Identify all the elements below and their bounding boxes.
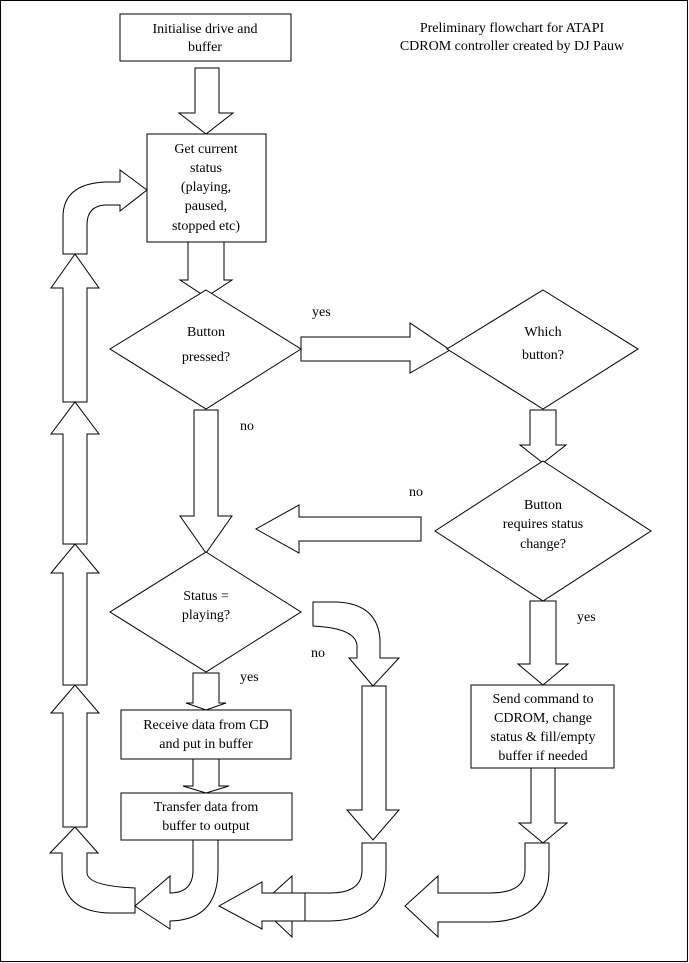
node-button-pressed (109, 289, 302, 410)
label-no-requires-change: no (409, 485, 423, 500)
arrow-playing-no-curve (312, 601, 401, 687)
node-requires-line-1: Button (524, 498, 562, 513)
arrow-send-down (517, 767, 569, 844)
arrow-yes-to-which-button (300, 322, 451, 374)
node-transfer-data-line-2: buffer to output (162, 819, 250, 834)
node-which-button-line-2: button? (522, 348, 564, 363)
label-yes-status-playing: yes (240, 670, 259, 685)
node-send-command-line-1: Send command to (492, 692, 593, 707)
node-transfer-data (120, 792, 293, 841)
node-which-button (446, 289, 639, 410)
label-no-button-pressed: no (240, 419, 254, 434)
node-send-command-line-4: buffer if needed (498, 749, 587, 764)
arrow-requires-no-left (254, 504, 422, 554)
node-send-command-line-3: status & fill/empty (491, 730, 596, 745)
label-no-status-playing: no (311, 646, 325, 661)
arrow-bottom-left-curve-up (48, 826, 136, 914)
node-send-command (470, 684, 615, 769)
arrow-playing-yes-to-receive (185, 672, 227, 711)
arrow-which-to-requires (518, 409, 568, 464)
arrow-left-up-3 (50, 401, 100, 545)
arrow-bottom-curve-middle (258, 842, 387, 939)
arrow-left-curve-into-status (62, 169, 148, 255)
node-get-status (146, 133, 267, 243)
arrow-bottom-curve-transfer (134, 839, 219, 930)
node-send-command-line-2: CDROM, change (494, 711, 592, 726)
node-receive-data (120, 709, 292, 760)
arrow-receive-to-transfer (182, 758, 230, 794)
arrow-bottom-straight-left (217, 881, 306, 930)
arrow-no-down-long (345, 685, 401, 841)
node-status-playing-line-1: Status = (183, 589, 229, 604)
label-yes-button-pressed: yes (312, 305, 331, 320)
node-button-pressed-line-1: Button (187, 325, 225, 340)
node-initialise-line-2: buffer (188, 40, 222, 55)
arrow-left-up-1 (49, 684, 101, 828)
arrow-no-to-status-playing (179, 409, 233, 554)
arrow-requires-yes-to-send (516, 600, 570, 686)
node-initialise (119, 13, 292, 62)
label-yes-requires-change: yes (577, 610, 596, 625)
node-get-status-line-4: paused, (185, 199, 227, 214)
arrow-init-to-status (177, 67, 235, 135)
node-which-button-line-1: Which (524, 325, 561, 340)
node-receive-data-line-1: Receive data from CD (143, 718, 269, 733)
node-button-pressed-line-2: pressed? (182, 350, 230, 365)
node-requires-line-3: change? (520, 537, 566, 552)
title-line-2: CDROM controller created by DJ Pauw (400, 39, 625, 54)
node-initialise-line-1: Initialise drive and (153, 22, 258, 37)
node-status-playing (109, 551, 302, 673)
arrow-left-up-4 (50, 253, 100, 403)
arrow-status-to-button-pressed (178, 241, 234, 298)
node-transfer-data-line-1: Transfer data from (154, 800, 259, 815)
title-line-1: Preliminary flowchart for ATAPI (420, 21, 605, 36)
node-requires-status-change (434, 460, 652, 602)
arrow-left-up-2 (49, 543, 101, 686)
arrow-bottom-curve-right (404, 842, 550, 939)
node-get-status-line-5: stopped etc) (172, 219, 240, 234)
node-status-playing-line-2: playing? (182, 608, 230, 623)
node-get-status-line-1: Get current (174, 142, 237, 157)
node-get-status-line-2: status (190, 161, 222, 176)
node-get-status-line-3: (playing, (181, 180, 231, 195)
node-requires-line-2: requires status (503, 517, 583, 532)
node-receive-data-line-2: and put in buffer (159, 737, 253, 752)
